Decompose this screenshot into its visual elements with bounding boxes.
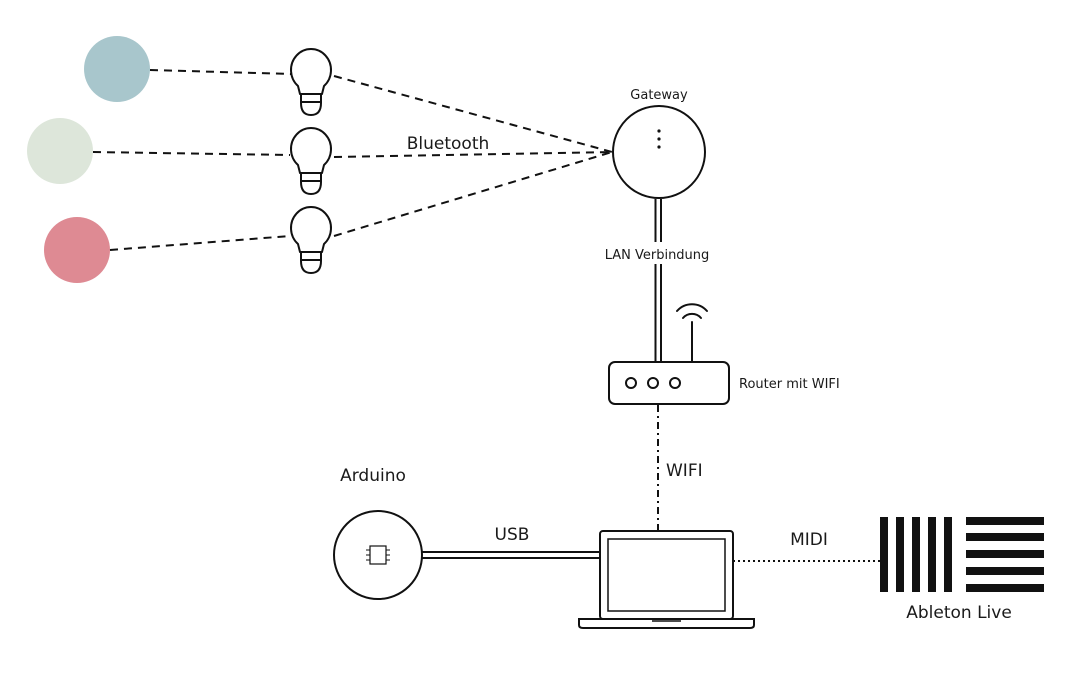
gateway-label: Gateway bbox=[630, 88, 688, 103]
lamp-red bbox=[44, 217, 110, 283]
ableton-label: Ableton Live bbox=[906, 603, 1012, 623]
laptop-icon bbox=[578, 530, 755, 629]
lightbulb-icon bbox=[290, 127, 332, 195]
wifi-icon bbox=[676, 303, 708, 363]
lamp-bulb-link bbox=[109, 235, 291, 251]
bluetooth-link bbox=[333, 75, 613, 153]
lamp-bulb-link bbox=[149, 69, 293, 75]
ableton-logo bbox=[880, 517, 1044, 592]
lamp-blue bbox=[84, 36, 150, 102]
usb-label: USB bbox=[495, 525, 530, 545]
bluetooth-label: Bluetooth bbox=[407, 134, 490, 154]
bluetooth-link bbox=[333, 151, 613, 158]
router-icon bbox=[608, 361, 730, 405]
router-label: Router mit WIFI bbox=[739, 377, 840, 392]
lightbulb-icon bbox=[290, 48, 332, 116]
lamp-green bbox=[27, 118, 93, 184]
midi-label: MIDI bbox=[790, 530, 828, 550]
arduino-label: Arduino bbox=[340, 466, 406, 486]
arduino-icon bbox=[333, 510, 423, 600]
lamp-bulb-link bbox=[92, 151, 291, 156]
bluetooth-link bbox=[333, 151, 613, 237]
wifi-label: WIFI bbox=[666, 461, 703, 481]
gateway-icon bbox=[612, 105, 706, 199]
lightbulb-icon bbox=[290, 206, 332, 274]
lan-label: LAN Verbindung bbox=[605, 248, 710, 263]
